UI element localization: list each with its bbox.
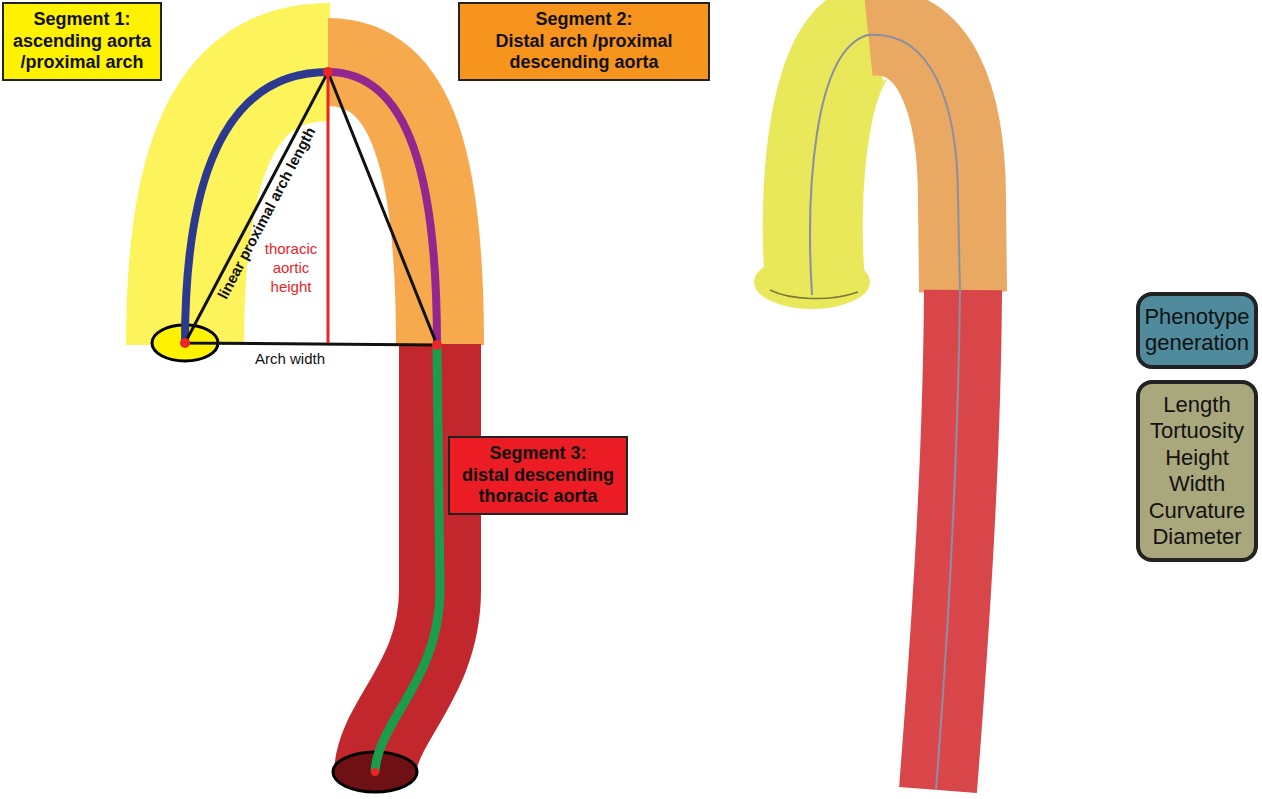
dot — [323, 67, 333, 77]
model-centerline — [810, 35, 960, 790]
node-text: Segment 1: — [10, 9, 154, 31]
node-text: Length — [1144, 392, 1250, 418]
green-centerline — [375, 345, 440, 772]
height-line — [327, 72, 330, 343]
model-edge — [770, 290, 858, 299]
node-text: Segment 2: — [466, 9, 702, 31]
node-text: Phenotype generation — [1144, 304, 1250, 357]
segment-box: Segment 3:distal descending thoracic aor… — [448, 436, 628, 515]
node-text: Diameter — [1144, 524, 1250, 550]
segment2-band — [328, 62, 440, 345]
node-text: Width — [1144, 471, 1250, 497]
segment3-band — [375, 344, 440, 772]
segment-box: Segment 1:ascending aorta /proximal arch — [2, 2, 162, 81]
model-segment2 — [868, 32, 963, 292]
node-text: Curvature — [1144, 498, 1250, 524]
node-text: distal descending thoracic aorta — [456, 465, 620, 508]
dot — [432, 340, 442, 350]
dot — [180, 338, 190, 348]
dot — [371, 768, 379, 776]
triangle — [185, 72, 437, 345]
node-text: Height — [1144, 445, 1250, 471]
node-text: Tortuosity — [1144, 418, 1250, 444]
phenotype-box: Phenotype generation — [1136, 292, 1258, 369]
node-text: Segment 3: — [456, 443, 620, 465]
model-segment1 — [813, 32, 872, 282]
segment-box: Segment 2:Distal arch /proximal descendi… — [458, 2, 710, 81]
node-text: Distal arch /proximal descending aorta — [466, 31, 702, 74]
dimension-label: Arch width — [255, 350, 325, 369]
metrics-box: LengthTortuosityHeightWidthCurvatureDiam… — [1136, 380, 1258, 562]
node-text: ascending aorta /proximal arch — [10, 31, 154, 74]
dimension-label: thoracic aortic height — [258, 240, 324, 296]
